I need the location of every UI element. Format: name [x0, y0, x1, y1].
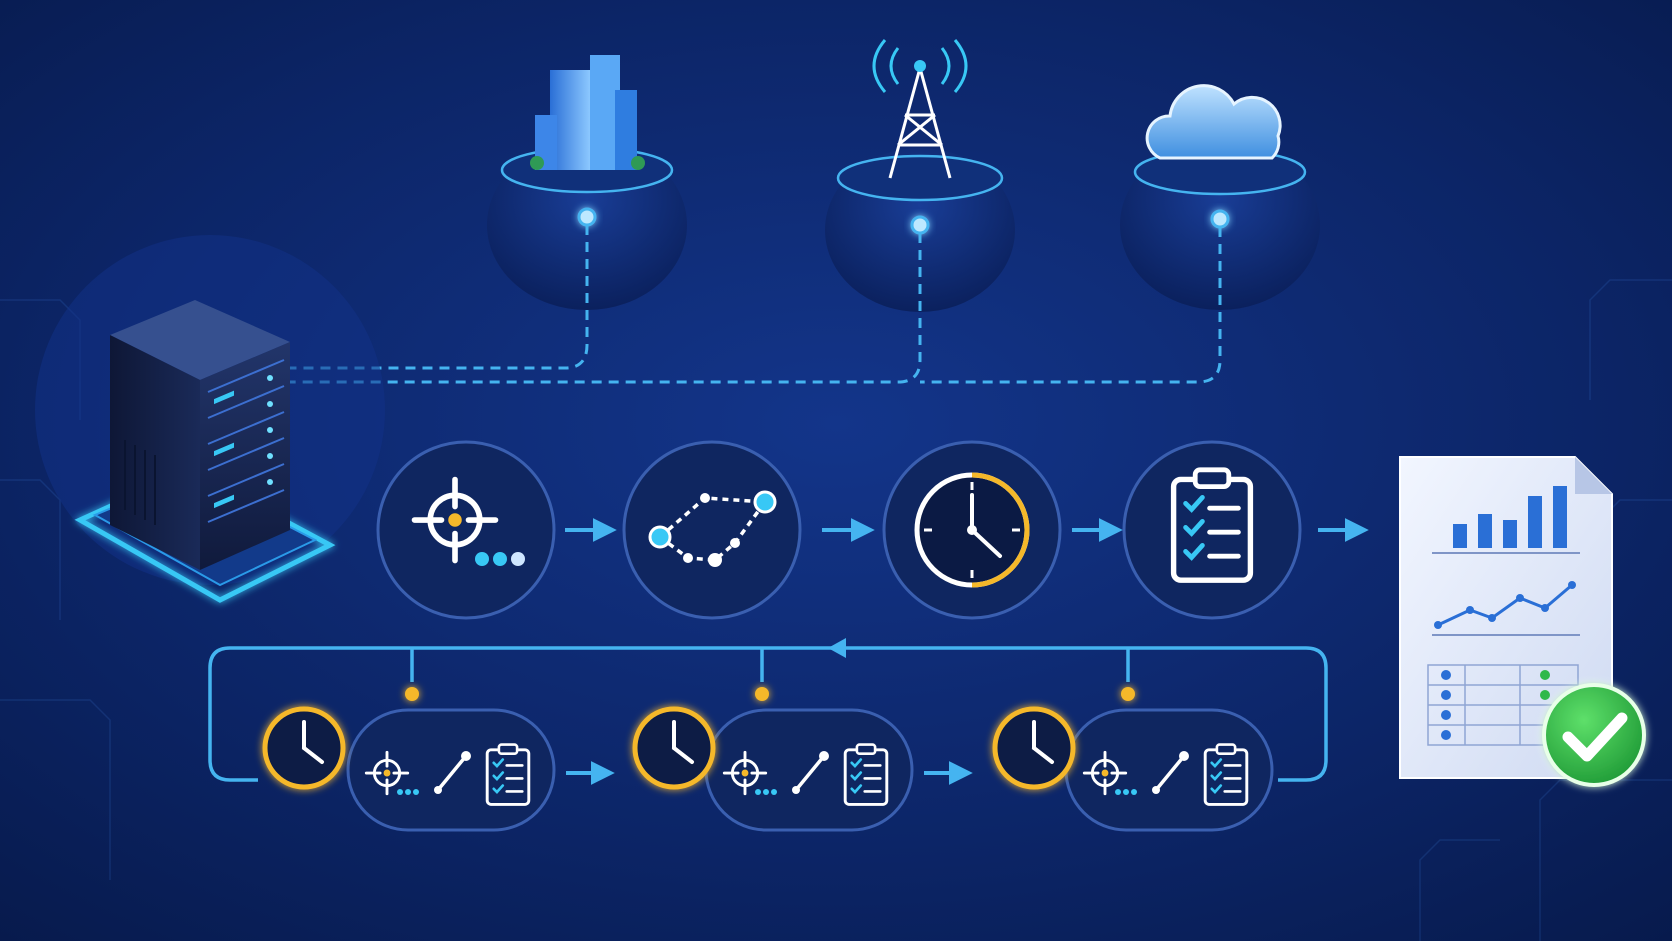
server-rack-icon	[74, 300, 336, 603]
cloud-icon	[1145, 84, 1282, 160]
circuit-decoration	[0, 279, 1672, 941]
clock-icon	[262, 706, 346, 790]
endpoint-connectors	[290, 225, 1222, 384]
loop-direction-arrow	[828, 638, 846, 658]
clock-icon	[914, 472, 1030, 588]
clock-icon	[632, 706, 716, 790]
pipeline-step-checklist	[1122, 440, 1302, 620]
cell-tower-icon	[872, 39, 968, 179]
scheduled-run-3	[992, 706, 1274, 832]
route-path-icon	[434, 751, 471, 794]
route-path-icon	[648, 490, 777, 567]
success-check-icon	[1542, 683, 1646, 787]
scheduled-run-2	[632, 706, 914, 832]
schedule-trigger-dots	[405, 687, 1135, 701]
report-line-chart	[1432, 581, 1580, 636]
route-path-icon	[792, 751, 829, 794]
source-server	[35, 235, 385, 603]
pipeline-step-route	[622, 440, 802, 620]
report-bar-chart	[1453, 486, 1567, 548]
pipeline-step-clock	[882, 440, 1062, 620]
route-path-icon	[1152, 751, 1189, 794]
report-output	[1399, 456, 1646, 787]
pipeline-step-target	[376, 440, 556, 620]
scheduled-run-1	[262, 706, 556, 832]
endpoint-cloud	[1120, 84, 1320, 310]
schedule-loop	[208, 646, 1328, 782]
office-building-icon	[530, 55, 645, 170]
endpoint-tower	[825, 39, 1015, 312]
clock-icon	[992, 706, 1076, 790]
